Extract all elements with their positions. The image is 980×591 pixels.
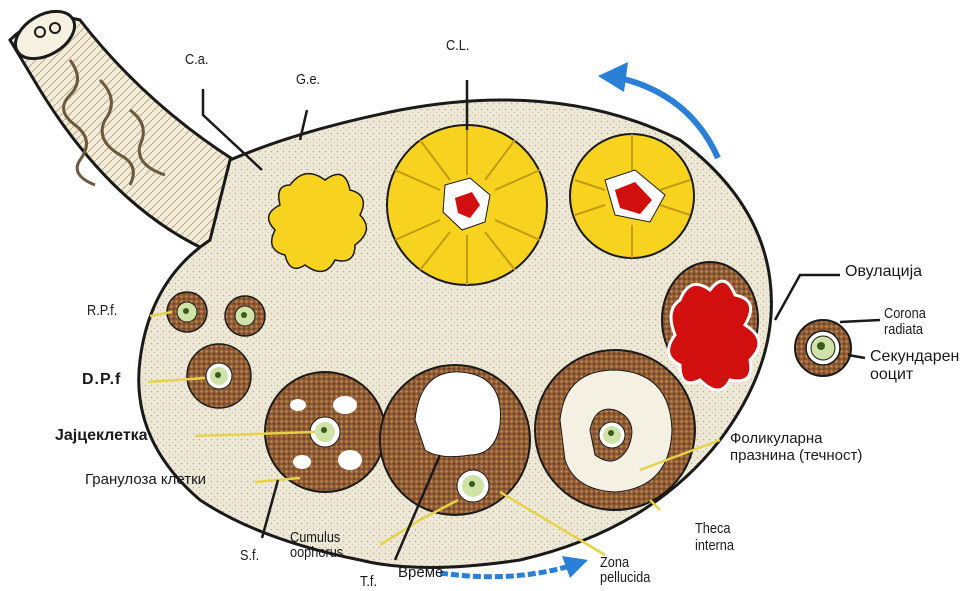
corpus-luteum-developing bbox=[570, 134, 694, 258]
label-follicular-cavity-line2: празнина (течност) bbox=[730, 447, 862, 464]
label-dpf: D.P.f bbox=[82, 372, 121, 388]
label-secondary-oocyte-line2: ооцит bbox=[870, 366, 959, 384]
label-corona-line1: Corona bbox=[884, 306, 926, 322]
label-sf: S.f. bbox=[240, 548, 259, 563]
tertiary-follicle bbox=[380, 365, 530, 515]
label-cumulus-line1: Cumulus bbox=[290, 530, 343, 545]
label-cumulus-line2: oophorus bbox=[290, 545, 343, 560]
label-tf: T.f. bbox=[360, 574, 377, 589]
label-germinal-epithelium: G.e. bbox=[296, 72, 320, 87]
label-egg-cell: Јајцеклетка bbox=[55, 428, 148, 444]
label-corpus-albicans: C.a. bbox=[185, 52, 208, 67]
secondary-follicle-small bbox=[187, 344, 251, 408]
label-cumulus-oophorus: Cumulus oophorus bbox=[290, 530, 343, 560]
label-corona-radiata: Corona radiata bbox=[884, 306, 926, 338]
label-follicular-cavity: Фоликуларна празнина (течност) bbox=[730, 430, 862, 464]
label-theca-interna: Theca interna bbox=[695, 520, 734, 554]
label-granulosa-cells: Гранулоза клетки bbox=[85, 472, 206, 487]
graafian-follicle bbox=[535, 350, 695, 510]
primary-follicle-2 bbox=[225, 296, 265, 336]
label-follicular-cavity-line1: Фоликуларна bbox=[730, 430, 862, 447]
label-secondary-oocyte-line1: Секундарен bbox=[870, 348, 959, 366]
label-secondary-oocyte: Секундарен ооцит bbox=[870, 348, 959, 384]
primary-follicle-1 bbox=[167, 292, 207, 332]
label-zona-line2: pellucida bbox=[600, 570, 650, 585]
label-zona-pellucida: Zona pellucida bbox=[600, 555, 650, 585]
label-theca-line2: interna bbox=[695, 537, 734, 554]
label-theca-line1: Theca bbox=[695, 520, 734, 537]
released-oocyte bbox=[795, 320, 851, 376]
label-corpus-luteum: C.L. bbox=[446, 38, 469, 53]
label-ovulation: Овулација bbox=[845, 264, 922, 280]
label-time: Време bbox=[398, 565, 443, 580]
label-zona-line1: Zona bbox=[600, 555, 650, 570]
label-rpf: R.P.f. bbox=[87, 303, 117, 318]
label-corona-line2: radiata bbox=[884, 322, 926, 338]
corpus-luteum bbox=[387, 125, 547, 285]
